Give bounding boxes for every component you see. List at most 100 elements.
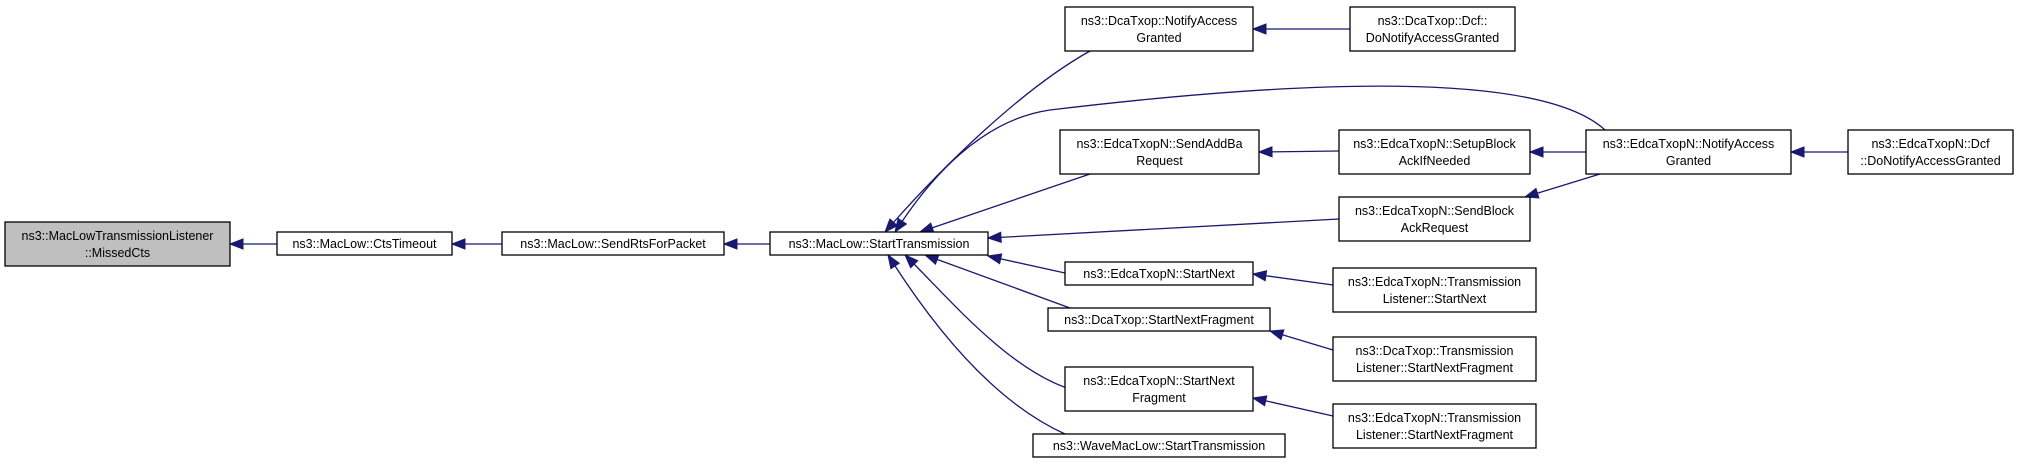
edge-n8-to-n7 [1257,146,1340,158]
arrowhead-icon [1268,329,1285,341]
node-box [1585,129,1792,175]
node-n4[interactable]: ns3::MacLow::StartTransmission [769,231,989,256]
node-label-line: ns3::EdcaTxopN::StartNext [1083,374,1235,388]
nodes-layer: ns3::MacLowTransmissionListener::MissedC… [4,6,2014,458]
node-n16[interactable]: ns3::EdcaTxopN::StartNextFragment [1064,366,1254,412]
edge-n12-to-n4 [986,253,1066,274]
edge-line [1281,333,1334,351]
node-label-line: ns3::EdcaTxopN::Dcf [1871,137,1990,151]
edge-n2-to-n1 [228,238,277,250]
node-n17[interactable]: ns3::EdcaTxopN::TransmissionListener::St… [1332,403,1537,449]
edge-n7-to-n4 [918,173,1091,234]
arrowhead-icon [894,217,908,234]
node-label-line: ns3::DcaTxop::NotifyAccess [1081,14,1237,28]
edge-n9-to-n4 [894,85,1606,234]
edge-line [999,257,1066,274]
node-label-line: AckRequest [1401,221,1469,235]
arrowhead-icon [722,238,738,250]
node-n3[interactable]: ns3::MacLow::SendRtsForPacket [501,231,725,256]
arrowhead-icon [923,254,940,266]
arrowhead-icon [1251,23,1267,35]
edge-line [1264,399,1334,417]
edge-n6-to-n5 [1251,23,1350,35]
node-box [1064,261,1254,286]
node-label-line: Granted [1666,154,1711,168]
node-label-line: ::MissedCts [85,246,150,260]
arrowhead-icon [1257,146,1273,158]
node-label-line: AckIfNeeded [1399,154,1471,168]
node-n15[interactable]: ns3::DcaTxop::TransmissionListener::Star… [1332,336,1537,382]
arrowhead-icon [1528,146,1544,158]
node-box [1332,267,1537,313]
edge-n15-to-n14 [1268,329,1334,351]
arrowhead-icon [904,254,919,269]
node-label-line: ns3::DcaTxop::Dcf:: [1378,14,1488,28]
node-label-line: ns3::EdcaTxopN::NotifyAccess [1603,137,1775,151]
node-n10[interactable]: ns3::EdcaTxopN::Dcf::DoNotifyAccessGrant… [1847,129,2014,175]
node-label-line: Granted [1136,31,1181,45]
node-label-line: Listener::StartNext [1383,292,1487,306]
edge-line [892,50,1091,224]
node-n12[interactable]: ns3::EdcaTxopN::StartNext [1064,261,1254,286]
node-box [1332,336,1537,382]
arrowhead-icon [986,231,1002,243]
node-n2[interactable]: ns3::MacLow::CtsTimeout [276,231,453,256]
edge-n4-to-n3 [722,238,770,250]
edge-n9-to-n11 [1523,173,1601,199]
node-label-line: ns3::WaveMacLow::StartTransmission [1053,439,1265,453]
node-box [4,221,231,267]
node-box [1047,307,1271,332]
edges-layer [228,23,1848,435]
arrowhead-icon [450,238,466,250]
node-box [1349,6,1516,52]
node-label-line: ::DoNotifyAccessGranted [1860,154,2000,168]
node-label-line: ns3::MacLow::SendRtsForPacket [520,237,706,251]
arrowhead-icon [884,218,899,234]
node-box [501,231,725,256]
node-label-line: ns3::EdcaTxopN::StartNext [1083,267,1235,281]
node-label-line: Fragment [1132,391,1186,405]
edge-line [893,264,1066,435]
node-label-line: ns3::MacLow::CtsTimeout [292,237,437,251]
edge-n3-to-n2 [450,238,502,250]
node-n14[interactable]: ns3::DcaTxop::StartNextFragment [1047,307,1271,332]
node-label-line: ns3::EdcaTxopN::Transmission [1348,411,1521,425]
node-n18[interactable]: ns3::WaveMacLow::StartTransmission [1032,433,1286,458]
node-box [1847,129,2014,175]
node-label-line: ns3::EdcaTxopN::SendBlock [1355,204,1515,218]
node-n9[interactable]: ns3::EdcaTxopN::NotifyAccessGranted [1585,129,1792,175]
edge-line [1270,150,1340,153]
arrowhead-icon [986,253,1003,265]
edge-line [913,263,1071,390]
node-label-line: Request [1136,154,1183,168]
node-box [276,231,453,256]
edge-line [931,173,1091,229]
node-label-line: ns3::EdcaTxopN::SetupBlock [1353,137,1516,151]
node-box [1064,6,1254,52]
node-label-line: ns3::MacLow::StartTransmission [789,237,970,251]
node-box [1032,433,1286,458]
node-label-line: ns3::EdcaTxopN::SendAddBa [1076,137,1242,151]
node-box [769,231,989,256]
edge-n13-to-n12 [1251,270,1334,286]
node-n13[interactable]: ns3::EdcaTxopN::TransmissionListener::St… [1332,267,1537,313]
arrowhead-icon [918,222,935,234]
edge-line [1536,173,1601,195]
edge-line [999,218,1340,239]
node-n5[interactable]: ns3::DcaTxop::NotifyAccessGranted [1064,6,1254,52]
edge-n17-to-n16 [1251,395,1334,417]
node-n6[interactable]: ns3::DcaTxop::Dcf::DoNotifyAccessGranted [1349,6,1516,52]
node-label-line: Listener::StartNextFragment [1356,428,1514,442]
edge-n18-to-n4 [887,253,1066,435]
arrowhead-icon [1523,187,1540,199]
node-label-line: ns3::EdcaTxopN::Transmission [1348,275,1521,289]
edge-n5-to-n4 [884,50,1091,234]
edge-line [936,258,1071,309]
node-box [1059,129,1260,175]
node-label-line: ns3::MacLowTransmissionListener [22,229,214,243]
node-n1[interactable]: ns3::MacLowTransmissionListener::MissedC… [4,221,231,267]
